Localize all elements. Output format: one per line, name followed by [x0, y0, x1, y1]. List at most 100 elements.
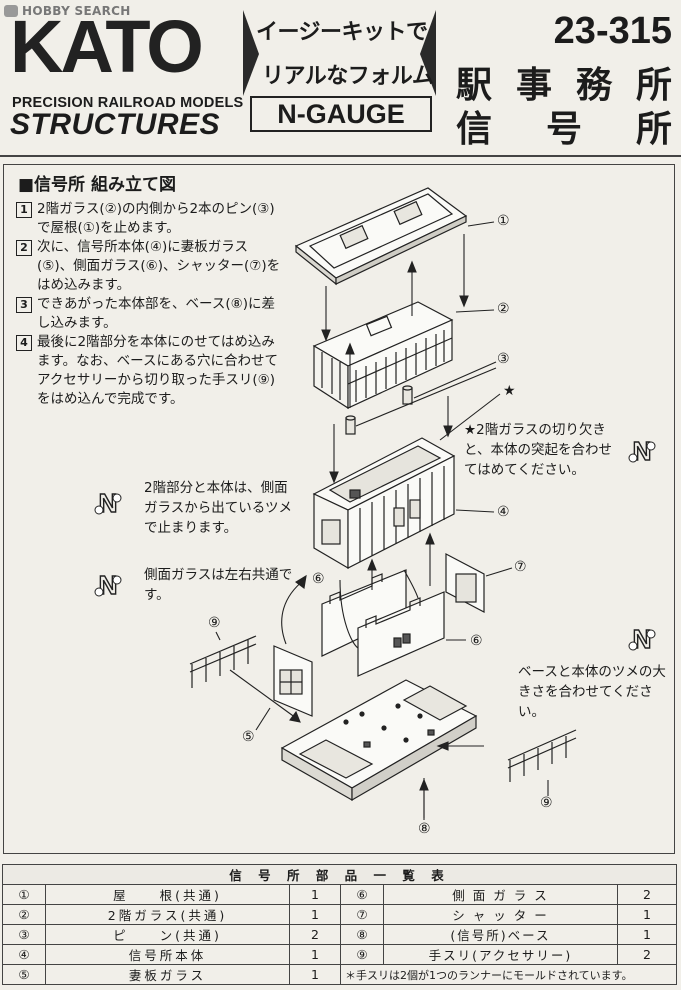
note-star: ★2階ガラスの切り欠きと、本体の突起を合わせてはめてください。: [464, 422, 612, 478]
assembly-panel: [3, 164, 675, 854]
assembly-diagram: [189, 187, 577, 820]
assembly-arrows: [215, 221, 549, 820]
step-item: 1 2階ガラス(②)の内側から2本のピン(③)で屋根(①)を止めます。: [16, 200, 281, 238]
note-side-glass: 側面ガラスは左右共通です。: [144, 567, 293, 603]
callout-2: ②: [497, 300, 510, 316]
assembly-steps: 1 2階ガラス(②)の内側から2本のピン(③)で屋根(①)を止めます。 2 次に…: [16, 200, 281, 409]
callout-9a: ⑨: [208, 614, 221, 630]
part-number: ⑤: [2, 964, 46, 985]
mascot-icon: N: [94, 487, 122, 519]
roof-part: [294, 187, 468, 286]
part-number: ⑧: [340, 924, 384, 945]
part-qty: 1: [289, 944, 341, 965]
part-qty: 1: [617, 924, 677, 945]
product-number: 23-315: [553, 10, 672, 52]
step-text: 最後に2階部分を本体にのせてはめ込みます。なお、ベースにある穴に合わせてアクセサ…: [37, 334, 278, 407]
part-qty: 1: [289, 884, 341, 905]
part-name: 妻板ガラス: [45, 964, 290, 985]
end-glass-part: [273, 645, 313, 717]
callout-star: ★: [503, 382, 516, 398]
product-name-char: 号: [545, 109, 582, 150]
handrail-part: [507, 729, 577, 782]
brand-tagline: PRECISION RAILROAD MODELS: [12, 95, 244, 111]
slogan-line-2: リアルなフォルム: [262, 64, 434, 89]
step-text: できあがった本体部を、ベース(⑧)に差し込みます。: [37, 296, 275, 331]
callout-8: ⑧: [418, 820, 431, 836]
table-row: ② 2階ガラス(共通) 1 ⑦ シ ャ ッ タ ー 1: [2, 904, 677, 925]
callout-6a: ⑥: [312, 570, 325, 586]
table-row: ① 屋 根(共通) 1 ⑥ 側 面 ガ ラ ス 2: [2, 884, 677, 905]
brand-logo: KATO: [10, 5, 204, 88]
product-name-char: 務: [575, 65, 612, 106]
part-name: 手スリ(アクセサリー): [383, 944, 618, 965]
step-number: 1: [16, 202, 32, 218]
pin-part: [345, 385, 413, 435]
part-name: ピ ン(共通): [45, 924, 290, 945]
part-qty: 2: [617, 884, 677, 905]
hobbysearch-logo-icon: [4, 5, 18, 17]
watermark-text: HOBBY SEARCH: [22, 4, 131, 18]
table-title: 信 号 所 部 品 一 覧 表: [2, 864, 677, 885]
handrail-part: [189, 635, 257, 688]
callout-7: ⑦: [514, 558, 527, 574]
callout-1: ①: [497, 212, 510, 228]
section-title: ■信号所 組み立て図: [18, 175, 176, 195]
part-name: 信号所本体: [45, 944, 290, 965]
callout-4: ④: [497, 503, 510, 519]
table-footnote: ＊手スリは2個が1つのランナーにモールドされています。: [340, 964, 677, 985]
slogan-line-1: イージーキットで: [256, 20, 428, 45]
step-number: 2: [16, 240, 32, 256]
callout-3: ③: [497, 350, 510, 366]
table-row: ④ 信号所本体 1 ⑨ 手スリ(アクセサリー) 2: [2, 944, 677, 965]
part-qty: 1: [617, 904, 677, 925]
gauge-badge: N-GAUGE: [250, 96, 432, 132]
part-name: 屋 根(共通): [45, 884, 290, 905]
series-name: STRUCTURES: [10, 108, 221, 141]
mascot-icon: N: [628, 435, 656, 467]
step-item: 2 次に、信号所本体(④)に妻板ガラス(⑤)、側面ガラス(⑥)、シャッター(⑦)…: [16, 238, 281, 295]
shutter-part: [445, 553, 485, 613]
table-row: ⑤ 妻板ガラス 1 ＊手スリは2個が1つのランナーにモールドされています。: [2, 964, 677, 985]
parts-table: 信 号 所 部 品 一 覧 表 ① 屋 根(共通) 1 ⑥ 側 面 ガ ラ ス …: [2, 864, 677, 985]
callout-9b: ⑨: [540, 794, 553, 810]
part-qty: 2: [617, 944, 677, 965]
upper-glass-part: [312, 301, 454, 410]
callout-6b: ⑥: [470, 632, 483, 648]
step-text: 2階ガラス(②)の内側から2本のピン(③)で屋根(①)を止めます。: [37, 201, 275, 236]
side-glass-part: [357, 591, 445, 677]
part-number: ⑥: [340, 884, 384, 905]
part-number: ⑦: [340, 904, 384, 925]
note-upper-fit: 2階部分と本体は、側面ガラスから出ているツメで止まります。: [144, 480, 292, 536]
part-number: ①: [2, 884, 46, 905]
table-row: ③ ピ ン(共通) 2 ⑧ (信号所)ベース 1: [2, 924, 677, 945]
product-name-line-1: 駅 事 務 所: [456, 56, 672, 108]
part-qty: 2: [289, 924, 341, 945]
note-base: ベースと本体のツメの大きさを合わせてください。: [518, 664, 666, 720]
part-name: 2階ガラス(共通): [45, 904, 290, 925]
slogan-wedge-right-icon: [420, 10, 436, 96]
mascot-icon: N: [94, 569, 122, 601]
part-number: ④: [2, 944, 46, 965]
slogan-wedge-left-icon: [243, 10, 259, 96]
watermark: HOBBY SEARCH: [4, 4, 131, 18]
part-number: ⑨: [340, 944, 384, 965]
product-name-char: 所: [635, 65, 672, 106]
product-name-char: 駅: [456, 65, 493, 106]
step-item: 4 最後に2階部分を本体にのせてはめ込みます。なお、ベースにある穴に合わせてアク…: [16, 333, 281, 409]
callout-5: ⑤: [242, 728, 255, 744]
step-number: 3: [16, 297, 32, 313]
part-name: シ ャ ッ タ ー: [383, 904, 618, 925]
base-part: [280, 679, 478, 802]
step-item: 3 できあがった本体部を、ベース(⑧)に差し込みます。: [16, 295, 281, 333]
product-name-char: 信: [456, 109, 493, 150]
part-qty: 1: [289, 964, 341, 985]
step-text: 次に、信号所本体(④)に妻板ガラス(⑤)、側面ガラス(⑥)、シャッター(⑦)をは…: [37, 239, 281, 293]
product-name-line-2: 信 号 所: [456, 100, 672, 152]
product-name-char: 所: [635, 109, 672, 150]
product-name-char: 事: [515, 65, 552, 106]
station-body-part: [312, 437, 456, 570]
part-number: ③: [2, 924, 46, 945]
header-divider: [0, 155, 681, 157]
part-qty: 1: [289, 904, 341, 925]
part-name: (信号所)ベース: [383, 924, 618, 945]
